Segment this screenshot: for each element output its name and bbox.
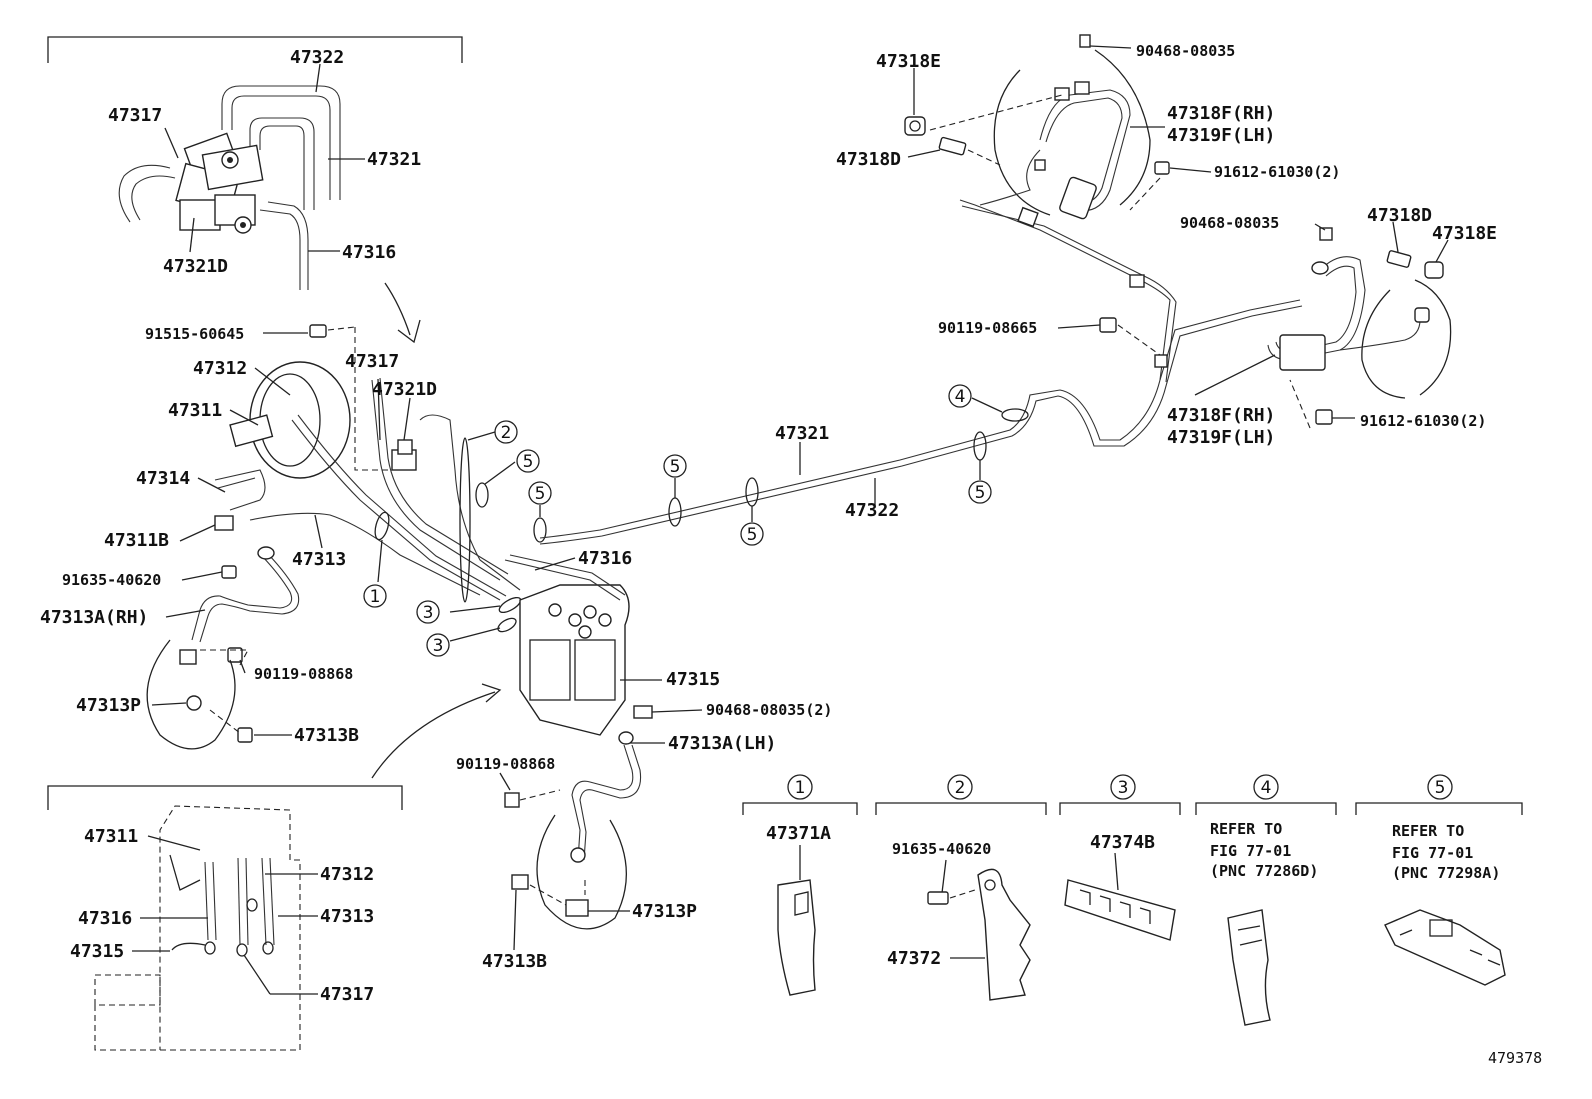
label-47317-top: 47317	[108, 105, 162, 126]
inset-label-47316: 47316	[78, 908, 132, 929]
label-47313P-lower: 47313P	[632, 901, 697, 922]
clamp-5-note-3: (PNC 77298A)	[1392, 864, 1500, 882]
abs-actuator-area: 2 5 5 3 3 4731	[371, 420, 832, 972]
label-47318D-b: 47318D	[1367, 205, 1432, 226]
right-caliper-assemblies: 47318E 47318D 90468-08035 47318F(RH) 473…	[836, 34, 1497, 448]
label-47321D-mid: 47321D	[372, 379, 437, 400]
top-left-inset: 47322 47317 47321 47321D 47316	[47, 36, 463, 344]
label-47321-top: 47321	[367, 149, 421, 170]
label-90119-08868-left: 90119-08868	[254, 665, 353, 683]
label-91612-61030-b: 91612-61030(2)	[1360, 412, 1486, 430]
label-90468-08035-2: 90468-08035(2)	[706, 701, 832, 719]
clamp-group-5: 5 REFER TO FIG 77-01 (PNC 77298A)	[1355, 774, 1523, 986]
clamp-group-4: 4 REFER TO FIG 77-01 (PNC 77286D)	[1195, 774, 1337, 1026]
lower-left-inset: 47311 47312 47316 47313 47315 47317	[47, 785, 403, 1051]
label-91515-60645: 91515-60645	[145, 325, 244, 343]
clamp-4-note-2: FIG 77-01	[1210, 842, 1291, 860]
label-90119-08868-lower: 90119-08868	[456, 755, 555, 773]
label-47313B-lower: 47313B	[482, 951, 547, 972]
label-47313P-left: 47313P	[76, 695, 141, 716]
label-90468-08035-right: 90468-08035	[1180, 214, 1279, 232]
clamp-1-num: 1	[795, 778, 806, 798]
label-47314: 47314	[136, 468, 190, 489]
label-91612-61030-a: 91612-61030(2)	[1214, 163, 1340, 181]
label-90119-08665: 90119-08665	[938, 319, 1037, 337]
clamp-1-part: 47371A	[766, 823, 831, 844]
marker-4-left: 5	[523, 452, 534, 472]
clamp-4-note-3: (PNC 77286D)	[1210, 862, 1318, 880]
inset-label-47311: 47311	[84, 826, 138, 847]
label-47311B: 47311B	[104, 530, 169, 551]
label-47317-mid: 47317	[345, 351, 399, 372]
label-47316-mid: 47316	[578, 548, 632, 569]
label-47318F-RH-b: 47318F(RH)	[1167, 405, 1275, 426]
clamp-5-note-2: FIG 77-01	[1392, 844, 1473, 862]
clamp-4-note-1: REFER TO	[1210, 820, 1282, 838]
label-47313: 47313	[292, 549, 346, 570]
marker-5-d: 5	[975, 483, 986, 503]
label-47318F-RH-a: 47318F(RH)	[1167, 103, 1275, 124]
label-47316-top: 47316	[342, 242, 396, 263]
label-47318D-a: 47318D	[836, 149, 901, 170]
marker-3-a: 3	[423, 603, 434, 623]
clamp-2-part: 47372	[887, 948, 941, 969]
marker-3-b: 3	[433, 636, 444, 656]
clamp-group-2: 2 91635-40620 47372	[875, 774, 1047, 1001]
clamp-group-3: 3 47374B	[1059, 774, 1181, 941]
master-cylinder-area: 1 91515-60645 47312 47317 47321D 47311 4…	[40, 324, 521, 750]
label-47319F-LH-b: 47319F(LH)	[1167, 427, 1275, 448]
clamp-3-part: 47374B	[1090, 832, 1155, 853]
long-brake-lines: 5 5 5 4 47321 47322	[539, 199, 1303, 546]
inset-label-47317: 47317	[320, 984, 374, 1005]
inset-label-47312: 47312	[320, 864, 374, 885]
label-47313B-left: 47313B	[294, 725, 359, 746]
clamp-group-1: 1 47371A	[742, 774, 858, 996]
clamp-2-bolt: 91635-40620	[892, 840, 991, 858]
marker-5-b: 5	[670, 457, 681, 477]
label-47322-top: 47322	[290, 47, 344, 68]
marker-4-right: 4	[955, 387, 966, 407]
marker-1: 1	[370, 587, 381, 607]
label-47313A-RH: 47313A(RH)	[40, 607, 148, 628]
label-47321-mid: 47321	[775, 423, 829, 444]
clamp-4-num: 4	[1261, 778, 1272, 798]
label-47318E-a: 47318E	[876, 51, 941, 72]
clamp-5-note-1: REFER TO	[1392, 822, 1464, 840]
clamp-legend: 1 47371A 2 91635-40620 47372 3 47374B	[742, 774, 1523, 1026]
label-90468-08035-top: 90468-08035	[1136, 42, 1235, 60]
marker-2: 2	[501, 423, 512, 443]
label-47322-mid: 47322	[845, 500, 899, 521]
label-47312: 47312	[193, 358, 247, 379]
label-91635-40620-left: 91635-40620	[62, 571, 161, 589]
clamp-2-num: 2	[955, 778, 966, 798]
marker-5-a: 5	[535, 484, 546, 504]
label-47319F-LH-a: 47319F(LH)	[1167, 125, 1275, 146]
clamp-5-num: 5	[1435, 778, 1446, 798]
label-47315: 47315	[666, 669, 720, 690]
diagram-id: 479378	[1488, 1049, 1542, 1067]
label-47311: 47311	[168, 400, 222, 421]
label-47318E-b: 47318E	[1432, 223, 1497, 244]
inset-label-47313: 47313	[320, 906, 374, 927]
clamp-3-num: 3	[1118, 778, 1129, 798]
inset-label-47315: 47315	[70, 941, 124, 962]
label-47313A-LH: 47313A(LH)	[668, 733, 776, 754]
label-47321D-top: 47321D	[163, 256, 228, 277]
marker-5-c: 5	[747, 525, 758, 545]
